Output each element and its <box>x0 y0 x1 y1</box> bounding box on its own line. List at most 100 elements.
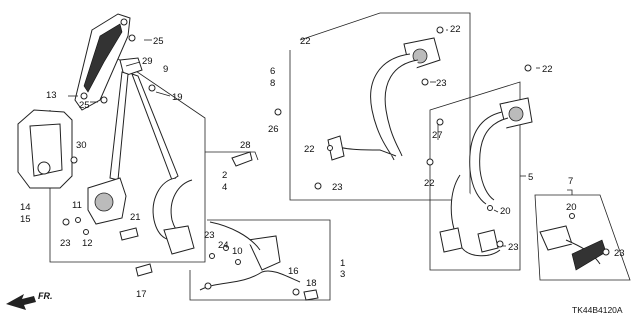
anchor-bolt <box>135 263 153 277</box>
bolt-icon <box>426 158 434 166</box>
callout-14: 14 <box>20 202 31 213</box>
callout-22: 22 <box>300 36 311 47</box>
callout-18: 18 <box>306 278 317 289</box>
bolt-head-icon <box>80 92 88 100</box>
callout-23: 23 <box>204 230 215 241</box>
retractor-spool <box>508 106 524 122</box>
washer-icon <box>421 78 429 86</box>
callout-numbers: 25 29 9 13 25 19 30 28 2 4 14 15 11 23 1… <box>20 24 625 300</box>
leader-line <box>155 91 171 97</box>
callout-23: 23 <box>60 238 71 249</box>
callout-2: 2 <box>222 170 227 181</box>
center-buckle <box>477 229 499 253</box>
leader-line <box>493 209 499 213</box>
retractor-bolt <box>119 227 139 241</box>
callout-6: 6 <box>270 66 275 77</box>
pillar-trim-inner <box>29 123 63 177</box>
nut-icon <box>209 253 215 259</box>
nut-icon <box>223 245 229 251</box>
callout-7: 7 <box>568 176 573 187</box>
callout-11: 11 <box>72 200 82 211</box>
rear-buckle-assembly <box>539 213 610 271</box>
callout-30: 30 <box>76 140 87 151</box>
nut-icon <box>569 213 575 219</box>
callout-22: 22 <box>304 144 315 155</box>
washer-icon <box>292 288 300 296</box>
rear-buckle-group-box <box>534 194 631 281</box>
buckle-harness <box>199 270 301 291</box>
callout-20: 20 <box>500 206 511 217</box>
callout-27: 27 <box>432 130 443 141</box>
callout-25: 25 <box>153 36 164 47</box>
callout-10: 10 <box>232 246 243 257</box>
callout-29: 29 <box>142 56 153 67</box>
front-direction-indicator: FR. <box>6 291 53 310</box>
callout-13: 13 <box>46 90 57 101</box>
callout-16: 16 <box>288 266 299 277</box>
callout-26: 26 <box>268 124 279 135</box>
bolt-icon <box>303 289 319 301</box>
front-arrow-icon <box>6 294 36 310</box>
diagram-code: TK44B4120A <box>572 305 623 315</box>
callout-5: 5 <box>528 172 533 183</box>
callout-8: 8 <box>270 78 275 89</box>
buckle-cable <box>209 221 261 251</box>
adjuster-slot <box>83 23 123 93</box>
callout-17: 17 <box>136 289 147 300</box>
callout-15: 15 <box>20 214 31 225</box>
rear-center-belt-group-box <box>429 81 521 271</box>
leader-lines <box>68 29 540 247</box>
retractor-spool <box>412 48 428 64</box>
rear-center-belt-assembly <box>426 64 533 257</box>
callout-22: 22 <box>450 24 461 35</box>
anchor-bolt <box>231 151 253 167</box>
callout-12: 12 <box>82 238 93 249</box>
retractor-spool <box>94 192 114 212</box>
callout-21: 21 <box>130 212 141 223</box>
front-buckle <box>247 235 281 271</box>
center-belt-webbing-2 <box>479 117 509 201</box>
washer-icon <box>314 182 322 190</box>
belt-webbing <box>109 71 129 181</box>
leader-7 <box>567 189 573 195</box>
bolt-icon <box>436 26 444 34</box>
bolt-icon <box>100 96 108 104</box>
callout-23: 23 <box>508 242 519 253</box>
callout-24: 24 <box>218 240 229 251</box>
belt-webbing-lap <box>131 73 179 181</box>
nut-icon <box>235 259 241 265</box>
callout-9: 9 <box>163 64 168 75</box>
nut-icon <box>487 205 493 211</box>
nut-icon <box>75 217 81 223</box>
center-latch-plate <box>439 227 463 253</box>
nut-icon <box>83 229 89 235</box>
front-belt-group-box <box>49 49 206 263</box>
clip-icon <box>70 156 78 164</box>
bolt-icon <box>148 84 156 92</box>
bolt-icon <box>327 145 333 151</box>
shoulder-anchor <box>119 57 143 77</box>
callout-23: 23 <box>332 182 343 193</box>
rear-left-belt-group-box <box>289 12 471 201</box>
washer-icon <box>602 248 610 256</box>
callout-19: 19 <box>172 92 183 103</box>
callout-23: 23 <box>614 248 625 259</box>
bolt-icon <box>128 34 136 42</box>
callout-23: 23 <box>436 78 447 89</box>
rear-buckle-plate <box>571 239 607 271</box>
callout-25: 25 <box>79 100 90 111</box>
connector-icon <box>204 282 212 290</box>
callout-4: 4 <box>222 182 227 193</box>
rear-belt-webbing-2 <box>384 59 419 157</box>
callout-3: 3 <box>340 269 345 280</box>
front-seat-belt-assembly <box>17 13 253 277</box>
callout-22: 22 <box>542 64 553 75</box>
callout-1: 1 <box>340 258 345 269</box>
rear-left-belt-assembly <box>274 26 444 190</box>
front-buckle-assembly <box>199 221 319 301</box>
leader-line <box>125 61 141 67</box>
rear-anchor <box>327 135 345 161</box>
group-outlines <box>49 12 631 301</box>
trim-hole <box>37 161 51 175</box>
